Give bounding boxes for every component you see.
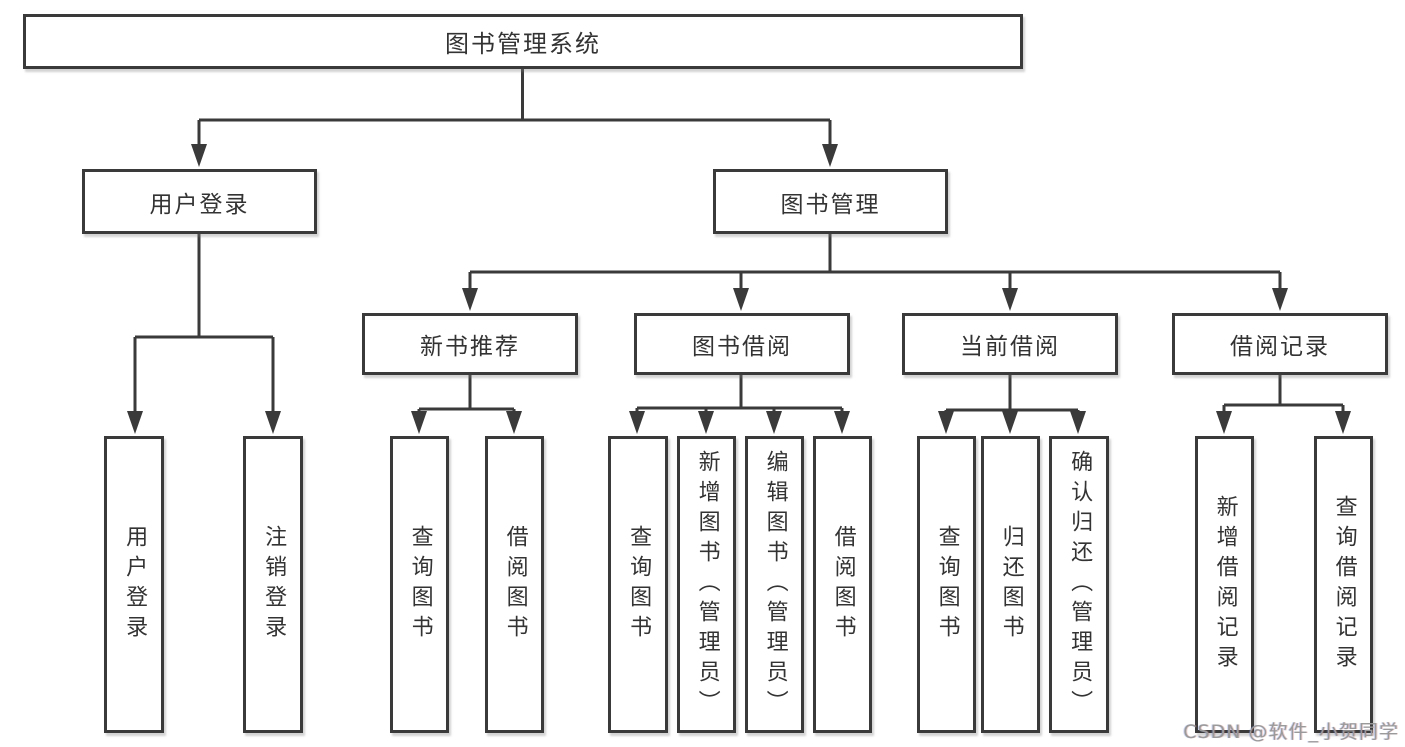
arrow-icon — [938, 411, 954, 434]
watermark: CSDN @软件_小贺同学 — [1183, 721, 1399, 743]
arrow-icon — [1335, 411, 1351, 434]
node-current-borrow: 当前借阅 — [902, 313, 1118, 375]
arrow-icon — [265, 411, 281, 434]
node-user-login: 用户登录 — [82, 169, 317, 234]
node-leaf-edit-book-admin: 编辑图书（管理员） — [745, 436, 804, 733]
arrow-icon — [834, 411, 850, 434]
arrow-icon — [411, 411, 427, 434]
arrow-icon — [1272, 288, 1288, 311]
arrow-icon — [822, 144, 838, 167]
connector-current-leaves — [944, 375, 1080, 414]
node-leaf-confirm-return-admin: 确认归还（管理员） — [1049, 436, 1109, 733]
node-leaf-logout: 注销登录 — [243, 436, 303, 733]
node-leaf-query-books-current: 查询图书 — [917, 436, 976, 733]
arrow-icon — [733, 288, 749, 311]
connector-borrow-leaves — [635, 375, 844, 414]
arrow-icon — [1002, 411, 1018, 434]
node-leaf-add-borrow-record: 新增借阅记录 — [1195, 436, 1254, 733]
arrow-icon — [1070, 411, 1086, 434]
connector-recommend-leaves — [417, 375, 516, 414]
node-book-management: 图书管理 — [713, 169, 948, 234]
connector-mgmt-modules — [468, 234, 1282, 292]
arrow-icon — [127, 411, 143, 434]
node-leaf-query-books-recommend: 查询图书 — [390, 436, 449, 733]
node-leaf-query-borrow-record: 查询借阅记录 — [1314, 436, 1373, 733]
arrow-icon — [191, 144, 207, 167]
node-root-system: 图书管理系统 — [23, 14, 1023, 69]
connector-login-leaves — [133, 234, 275, 414]
node-leaf-return-books: 归还图书 — [981, 436, 1040, 733]
arrow-icon — [766, 411, 782, 434]
connector-records-leaves — [1222, 375, 1345, 414]
arrow-icon — [1216, 411, 1232, 434]
arrow-icon — [1002, 288, 1018, 311]
connector-root-level2 — [197, 68, 832, 147]
arrow-icon — [462, 288, 478, 311]
node-borrow-records: 借阅记录 — [1172, 313, 1388, 375]
node-new-book-recommend: 新书推荐 — [362, 313, 578, 375]
node-leaf-borrow-books-recommend: 借阅图书 — [485, 436, 544, 733]
node-book-borrow: 图书借阅 — [634, 313, 850, 375]
arrow-icon — [506, 411, 522, 434]
arrow-icon — [629, 411, 645, 434]
node-leaf-borrow-books: 借阅图书 — [813, 436, 872, 733]
arrow-icon — [698, 411, 714, 434]
node-leaf-user-login: 用户登录 — [104, 436, 164, 733]
node-leaf-query-books-borrow: 查询图书 — [608, 436, 668, 733]
node-leaf-add-book-admin: 新增图书（管理员） — [677, 436, 736, 733]
